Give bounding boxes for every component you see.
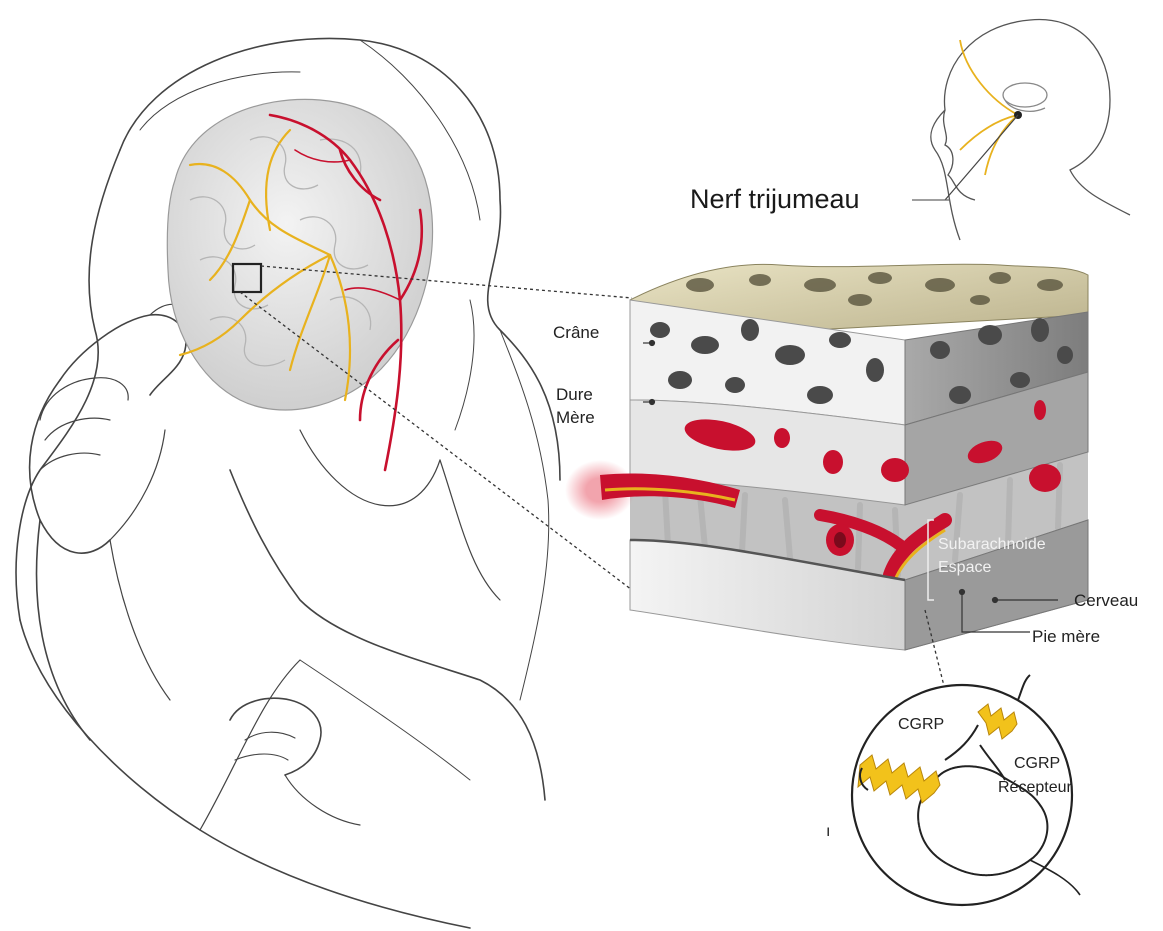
stray-mark: ı [826, 823, 830, 840]
meninges-block [565, 264, 1088, 650]
label-cgrp: CGRP [898, 716, 944, 733]
brain [167, 99, 432, 470]
label-subarachnoid-line2: Espace [938, 559, 991, 576]
label-dura-line2: Mère [556, 408, 595, 427]
label-brain: Cerveau [1074, 591, 1138, 610]
label-subarachnoid-line1: Subarachnoide [938, 536, 1046, 553]
label-trigeminal-nerve: Nerf trijumeau [690, 184, 860, 214]
label-dura-line1: Dure [556, 385, 593, 404]
label-pia-mater: Pie mère [1032, 627, 1100, 646]
label-receptor-line1: CGRP [1014, 755, 1060, 772]
label-receptor-line2: Récepteur [998, 779, 1072, 796]
label-skull: Crâne [553, 323, 599, 342]
head-inset [931, 20, 1130, 240]
